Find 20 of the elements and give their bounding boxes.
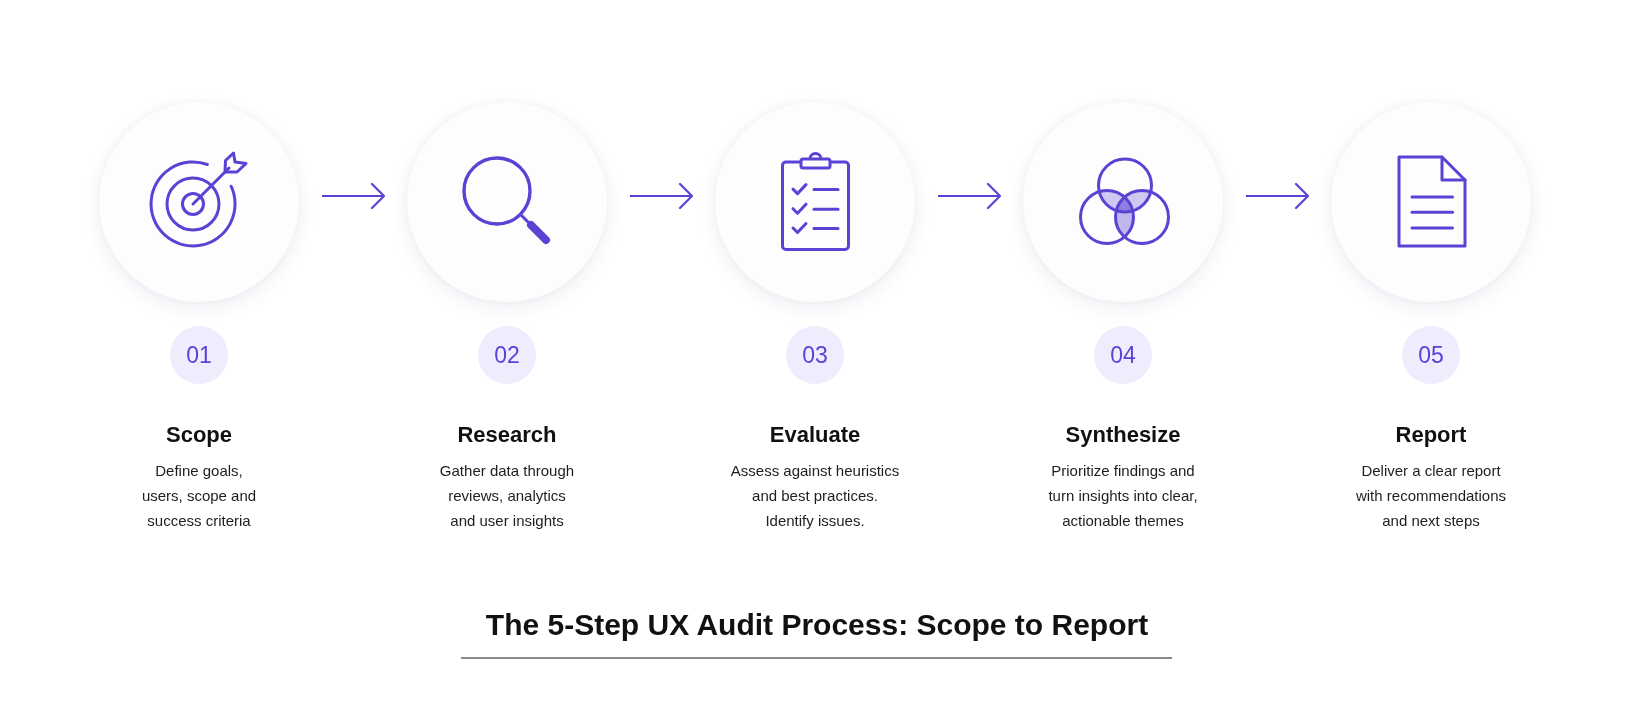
- arrow: [938, 182, 1002, 210]
- step-description: Gather data through reviews, analytics and user insights: [438, 461, 576, 531]
- step-title: Scope: [166, 422, 232, 448]
- step-number-badge: 01: [170, 326, 228, 384]
- arrow: [1246, 182, 1310, 210]
- step-title: Research: [457, 422, 557, 448]
- step-number-badge: 04: [1094, 326, 1152, 384]
- step-description: Assess against heuristics and best practices. Identify issues.: [729, 461, 901, 531]
- step-description: Define goals, users, scope and success criteria: [140, 461, 258, 531]
- step-description: Prioritize findings and turn insights into clear, actionable themes: [1047, 461, 1199, 531]
- step-title: Evaluate: [769, 422, 861, 448]
- step-number-badge: 05: [1402, 326, 1460, 384]
- arrow: [630, 182, 694, 210]
- diagram-title: The 5-Step UX Audit Process: Scope to Report: [485, 607, 1149, 643]
- step-title: Synthesize: [1065, 422, 1181, 448]
- step-title: Report: [1395, 422, 1467, 448]
- step-number-badge: 03: [786, 326, 844, 384]
- arrow: [322, 182, 386, 210]
- step-number-badge: 02: [478, 326, 536, 384]
- step-description: Deliver a clear report with recommendations and next steps: [1354, 461, 1508, 531]
